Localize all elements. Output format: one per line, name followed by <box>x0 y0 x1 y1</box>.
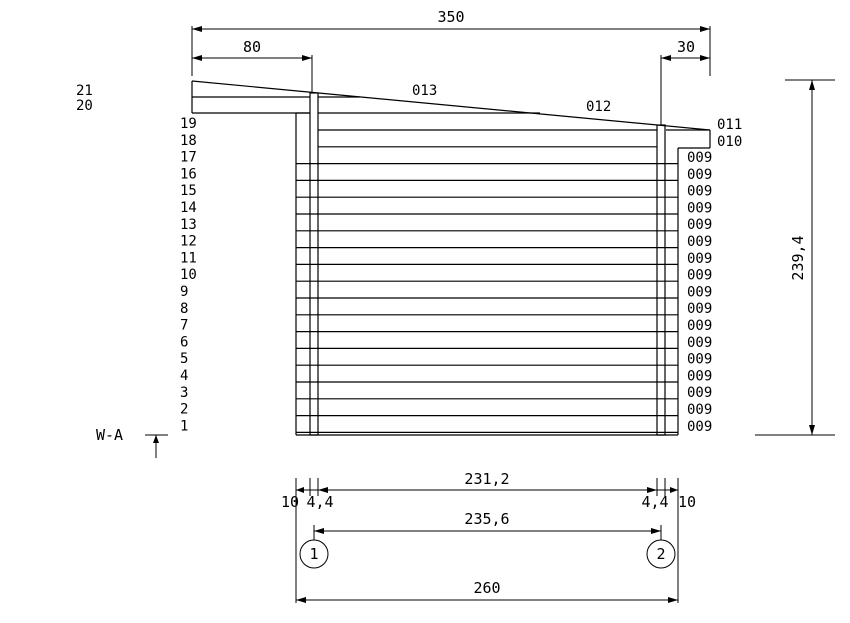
part-009-label: 009 <box>687 385 712 401</box>
dim-base-width: 260 <box>473 579 500 597</box>
row-number: 5 <box>180 351 188 367</box>
dim-inner-span: 231,2 <box>464 470 509 488</box>
row-number: 12 <box>180 234 197 250</box>
dim-wall-left: 10 <box>281 493 299 511</box>
top-dimensions: 350 80 30 <box>191 8 711 125</box>
part-009-label: 009 <box>687 368 712 384</box>
part-009-label: 009 <box>687 268 712 284</box>
row-number: 16 <box>180 166 197 182</box>
log-lines <box>296 112 678 433</box>
row-number: 15 <box>180 183 197 199</box>
height-dimension: 239,4 <box>755 79 835 436</box>
axis-marker-2-label: 2 <box>656 545 665 563</box>
part-009-label: 009 <box>687 167 712 183</box>
dim-total-width: 350 <box>437 8 464 26</box>
row-number: 6 <box>180 334 188 350</box>
row-number: 18 <box>180 133 197 149</box>
row-number: 3 <box>180 385 188 401</box>
dim-axis-span: 235,6 <box>464 510 509 528</box>
part-009-label: 009 <box>687 301 712 317</box>
dim-overhang-right: 30 <box>677 38 695 56</box>
axis-marker-2 <box>646 539 676 569</box>
part-009-label: 009 <box>687 419 712 435</box>
row-number: 7 <box>180 318 188 334</box>
dim-wall-right: 10 <box>678 493 696 511</box>
wall-marker: W-A <box>96 426 168 458</box>
row-number: 14 <box>180 200 197 216</box>
part-009-label: 009 <box>687 318 712 334</box>
part-009-label: 009 <box>687 402 712 418</box>
row-number: 10 <box>180 267 197 283</box>
part-009-label: 009 <box>687 184 712 200</box>
row-number: 11 <box>180 250 197 266</box>
part-012: 012 <box>586 99 611 115</box>
dim-height: 239,4 <box>789 235 807 280</box>
part-011: 011 <box>717 117 742 133</box>
roof: 013 012 <box>191 80 711 149</box>
part-009-label: 009 <box>687 335 712 351</box>
part-013: 013 <box>412 83 437 99</box>
part-009-label: 009 <box>687 234 712 250</box>
row-number: 9 <box>180 284 188 300</box>
row-number: 21 <box>76 83 93 99</box>
part-009-label: 009 <box>687 284 712 300</box>
row-number: 1 <box>180 418 188 434</box>
wall-marker-label: W-A <box>96 426 123 444</box>
row-number: 19 <box>180 116 197 132</box>
part-009-label: 009 <box>687 352 712 368</box>
dim-overhang-left: 80 <box>243 38 261 56</box>
row-number: 8 <box>180 301 188 317</box>
right-labels: 011 010 00900900900900900900900900900900… <box>687 117 742 435</box>
part-009-label: 009 <box>687 200 712 216</box>
bottom-dimensions: 231,2 10 4,4 4,4 10 235,6 1 2 260 <box>281 470 696 603</box>
row-number: 13 <box>180 217 197 233</box>
axis-marker-1-label: 1 <box>309 545 318 563</box>
wall-body <box>295 92 679 436</box>
row-number: 4 <box>180 368 188 384</box>
dim-post-left: 4,4 <box>306 493 333 511</box>
part-009-label: 009 <box>687 150 712 166</box>
part-009-label: 009 <box>687 217 712 233</box>
part-009-label: 009 <box>687 251 712 267</box>
dim-post-right: 4,4 <box>641 493 668 511</box>
row-number: 2 <box>180 402 188 418</box>
row-number: 17 <box>180 150 197 166</box>
part-010: 010 <box>717 134 742 150</box>
row-number: 20 <box>76 98 93 114</box>
axis-marker-1 <box>299 539 329 569</box>
